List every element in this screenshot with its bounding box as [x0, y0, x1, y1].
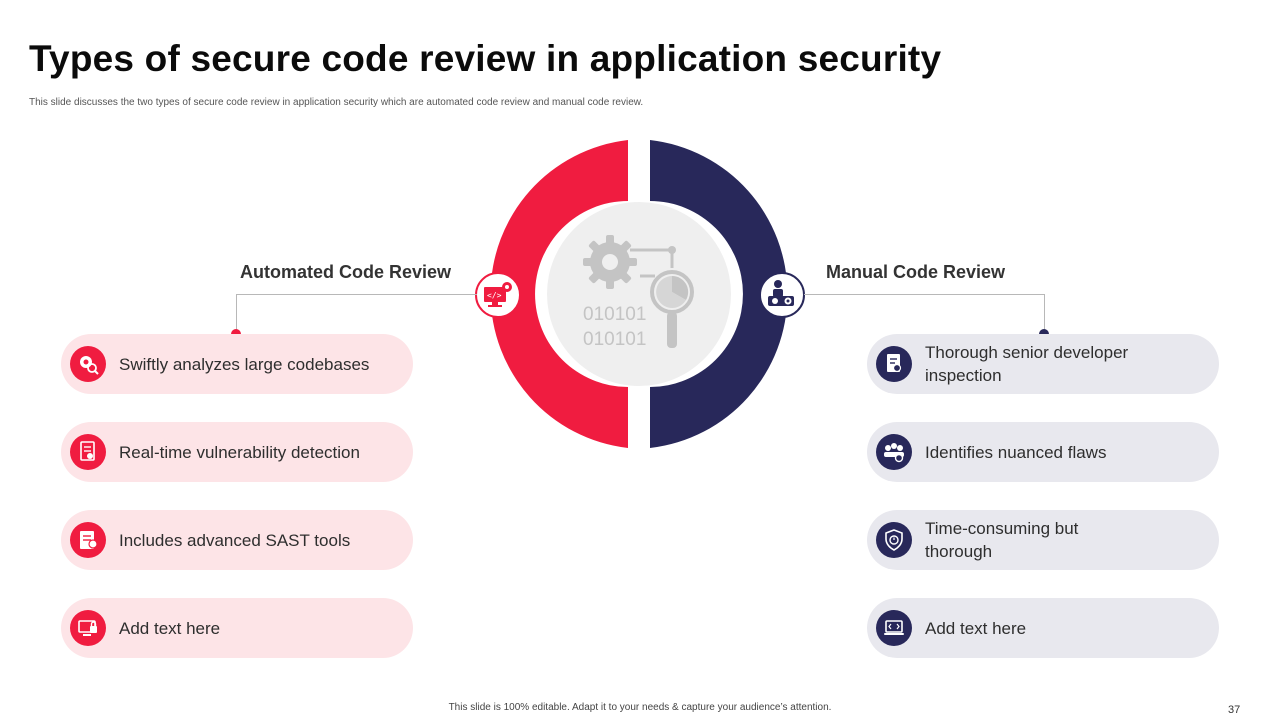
manual-node: [759, 272, 805, 318]
gear-icon: [583, 235, 637, 289]
slide-title: Types of secure code review in applicati…: [29, 38, 942, 79]
magnifier-chart-icon: [650, 270, 694, 348]
automated-item: Includes advanced SAST tools: [61, 510, 413, 570]
center-graphic: 010101 010101 </>: [475, 140, 805, 448]
binary-text-2: 010101: [583, 329, 646, 350]
automated-item-label: Swiftly analyzes large codebases: [119, 354, 370, 374]
page-number: 37: [1228, 704, 1241, 716]
binary-text-1: 010101: [583, 304, 646, 325]
clock-shield-icon: [876, 522, 912, 558]
manual-item-label: Identifies nuanced flaws: [925, 442, 1107, 462]
team-gear-icon: [876, 434, 912, 470]
automated-item-label: Add text here: [119, 618, 221, 638]
manual-item: Thorough senior developer inspection: [867, 334, 1219, 394]
slide-subtitle: This slide discusses the two types of se…: [29, 97, 644, 108]
manual-item: Time-consuming but thorough: [867, 510, 1219, 570]
svg-text:</>: </>: [487, 291, 502, 300]
ring-right-navy: [650, 140, 788, 448]
automated-item-label: Real-time vulnerability detection: [119, 442, 360, 462]
automated-item-label: Includes advanced SAST tools: [119, 530, 351, 550]
manual-item: Add text here: [867, 598, 1219, 658]
manual-item-label: Add text here: [925, 618, 1027, 638]
laptop-code-icon: [876, 610, 912, 646]
computer-lock-icon: [70, 610, 106, 646]
manual-item-label: Thorough senior developer inspection: [925, 343, 1129, 385]
footer-note: This slide is 100% editable. Adapt it to…: [448, 702, 832, 713]
ring-left-red: [490, 140, 628, 448]
manual-item-label: Time-consuming but thorough: [925, 519, 1079, 561]
automated-node: </>: [475, 272, 521, 318]
tool-document-icon: [70, 522, 106, 558]
automated-item: Swiftly analyzes large codebases: [61, 334, 413, 394]
inner-disc: [547, 202, 731, 386]
automated-item: Add text here: [61, 598, 413, 658]
developer-gear-icon: [768, 280, 794, 306]
manual-connector: [804, 294, 1045, 333]
manual-heading: Manual Code Review: [826, 262, 1006, 282]
automated-item: Real-time vulnerability detection: [61, 422, 413, 482]
document-inspect-icon: [876, 346, 912, 382]
automated-connector: [236, 294, 477, 333]
manual-item: Identifies nuanced flaws: [867, 422, 1219, 482]
monitor-code-icon: </>: [484, 282, 512, 307]
automated-heading: Automated Code Review: [240, 262, 452, 282]
gear-magnifier-icon: [70, 346, 106, 382]
document-scan-icon: [70, 434, 106, 470]
